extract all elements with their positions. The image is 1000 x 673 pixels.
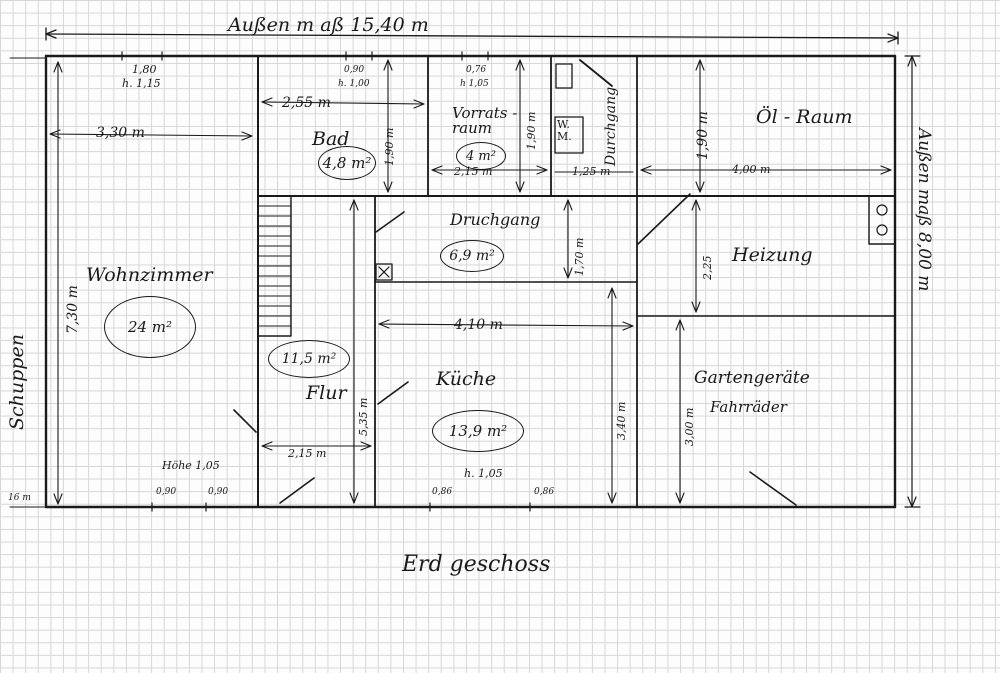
dim-heizung-depth: 2,25 bbox=[701, 255, 714, 281]
room-druchgang-area: 6,9 m² bbox=[440, 240, 504, 272]
room-heizung-name: Heizung bbox=[732, 244, 813, 266]
window-kueche-height: h. 1,05 bbox=[464, 467, 503, 480]
dim-kueche-width: 4,10 m bbox=[454, 317, 503, 333]
boiler bbox=[868, 195, 896, 245]
washing-machine-label: W. M. bbox=[555, 117, 583, 153]
room-oel-name: Öl - Raum bbox=[756, 106, 853, 128]
wm-line1: W. bbox=[557, 118, 570, 131]
dim-druchgang-depth: 1,70 m bbox=[573, 237, 586, 276]
room-kueche-name: Küche bbox=[436, 368, 497, 390]
window-bottom-2-width: 0,90 bbox=[208, 487, 229, 497]
room-durchgang-top-name: Durchgang bbox=[603, 86, 619, 166]
wm-line2: M. bbox=[557, 130, 572, 144]
window-1-height: h. 1,15 bbox=[122, 77, 161, 90]
room-garten-sub: Fahrräder bbox=[710, 398, 787, 416]
room-wohnzimmer-area: 24 m² bbox=[104, 296, 196, 358]
dim-flur-depth: 5,35 m bbox=[357, 397, 370, 436]
chimney bbox=[375, 263, 393, 281]
room-vorrat-name: Vorrats - raum bbox=[452, 104, 518, 137]
window-2-height: h. 1,00 bbox=[338, 79, 370, 89]
window-1-width: 1,80 bbox=[132, 63, 157, 76]
dim-vorrat-width: 2,15 m bbox=[454, 165, 493, 178]
window-kueche-1-width: 0,86 bbox=[432, 487, 453, 497]
room-kueche-area: 13,9 m² bbox=[432, 410, 524, 452]
room-vorrat-area: 4 m² bbox=[456, 142, 506, 170]
dim-wohn-depth: 7,30 m bbox=[65, 285, 81, 334]
dim-garten-depth: 3,00 m bbox=[683, 407, 696, 446]
window-3-width: 0,76 bbox=[466, 65, 487, 75]
room-flur-area: 11,5 m² bbox=[268, 340, 350, 378]
dim-kueche-depth: 3,40 m bbox=[615, 401, 628, 440]
dim-flur-width: 2,15 m bbox=[288, 447, 327, 460]
window-2-width: 0,90 bbox=[344, 65, 365, 75]
dim-oel-depth: 1,90 m bbox=[695, 111, 711, 160]
window-hoehe-label: Höhe 1,05 bbox=[162, 459, 220, 472]
room-flur-name: Flur bbox=[306, 382, 347, 404]
dim-vorrat-depth: 1,90 m bbox=[525, 111, 538, 150]
side-label-schuppen: Schuppen bbox=[6, 334, 28, 430]
outer-width-label: Außen m aß 15,40 m bbox=[228, 14, 429, 36]
plan-title: Erd geschoss bbox=[402, 552, 551, 577]
washing-machine-box bbox=[554, 116, 584, 154]
dim-bad-depth: 1,90 m bbox=[383, 127, 396, 166]
outer-width-dimension-line bbox=[45, 33, 899, 39]
dim-bad-width: 2,55 m bbox=[282, 95, 331, 111]
dim-oel-width: 4,00 m bbox=[732, 163, 771, 176]
wall-left-dimension: 16 m bbox=[8, 493, 31, 503]
room-bad-name: Bad bbox=[312, 128, 350, 150]
room-bad-area: 4,8 m² bbox=[318, 146, 376, 180]
window-3-height: h 1,05 bbox=[460, 79, 489, 89]
window-kueche-2-width: 0,86 bbox=[534, 487, 555, 497]
room-druchgang-name: Druchgang bbox=[450, 210, 541, 229]
dim-wohn-width: 3,30 m bbox=[96, 125, 145, 141]
room-wohnzimmer-name: Wohnzimmer bbox=[86, 264, 213, 286]
room-garten-name: Gartengeräte bbox=[694, 368, 810, 388]
window-bottom-1-width: 0,90 bbox=[156, 487, 177, 497]
outer-depth-label: Außen maß 8,00 m bbox=[914, 128, 934, 292]
dim-durchgang-width: 1,25 m bbox=[572, 165, 611, 178]
